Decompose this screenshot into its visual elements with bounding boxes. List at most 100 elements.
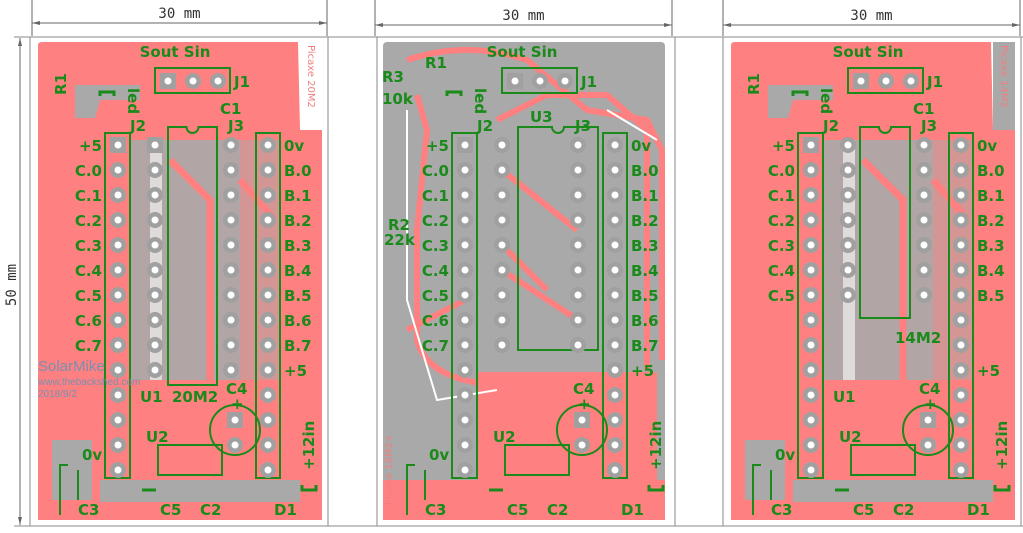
width-dimension: 30 mm xyxy=(374,0,673,36)
label-v0: 0v xyxy=(429,446,449,464)
left-pin-label: C.2 xyxy=(75,212,102,230)
label-j3: J3 xyxy=(227,117,244,135)
label-chip: 14M2 xyxy=(895,329,941,347)
label-plus-mark: + xyxy=(231,395,244,413)
left-pin-label: C.0 xyxy=(768,162,795,180)
right-pin-label: +5 xyxy=(284,362,307,380)
right-pin-label: B.6 xyxy=(284,312,312,330)
left-pin-label: C.1 xyxy=(422,187,449,205)
label-sout-sin: Sout Sin xyxy=(140,43,211,61)
width-dimension-label: 30 mm xyxy=(502,8,544,24)
u2-regulator-outline xyxy=(850,444,916,476)
left-pin-label: C.4 xyxy=(768,262,795,280)
label-c5: C5 xyxy=(853,501,874,519)
label-c2: C2 xyxy=(893,501,914,519)
label-c3: C3 xyxy=(78,501,99,519)
right-pin-label: 0v xyxy=(977,137,997,155)
width-dimension: 30 mm xyxy=(31,0,328,36)
u2-regulator-outline xyxy=(157,444,223,476)
label-j3: J3 xyxy=(920,117,937,135)
label-j1: J1 xyxy=(926,73,943,91)
label-plus12: +12in xyxy=(300,421,318,470)
label-u2: U2 xyxy=(146,428,169,446)
left-pin-label: C.3 xyxy=(422,237,449,255)
label-c3: C3 xyxy=(771,501,792,519)
right-pin-label: B.4 xyxy=(284,262,312,280)
left-pin-label: C.1 xyxy=(75,187,102,205)
left-pin-label: C.6 xyxy=(422,312,449,330)
label-led: led xyxy=(124,88,142,114)
right-pin-label: B.0 xyxy=(977,162,1005,180)
chip-outline xyxy=(517,126,599,351)
label-plus12: +12in xyxy=(647,421,665,470)
right-pin-label: B.3 xyxy=(284,237,312,255)
left-pin-label: C.0 xyxy=(75,162,102,180)
label-r1: R1 xyxy=(52,73,70,95)
c4-capacitor-outline xyxy=(902,404,954,456)
c4-capacitor-outline xyxy=(209,404,261,456)
label-plus-mark: + xyxy=(924,395,937,413)
c4-capacitor-outline xyxy=(556,404,608,456)
right-pin-label: B.0 xyxy=(631,162,659,180)
left-pin-label: C.6 xyxy=(75,312,102,330)
watermark-site: www.thebackshed.com xyxy=(37,377,140,388)
j2-header xyxy=(797,132,824,479)
label-c5: C5 xyxy=(507,501,528,519)
label-j2: J2 xyxy=(129,117,146,135)
right-pin-label: B.2 xyxy=(284,212,312,230)
left-pin-label: C.4 xyxy=(75,262,102,280)
right-pin-label: B.5 xyxy=(284,287,312,305)
label-u-top: U3 xyxy=(530,108,553,126)
j1-header xyxy=(501,67,578,94)
left-pin-label: C.3 xyxy=(768,237,795,255)
chip-outline xyxy=(859,126,911,319)
label-c4: C4 xyxy=(573,380,594,398)
left-pin-label: C.5 xyxy=(75,287,102,305)
left-pin-label: C.2 xyxy=(422,212,449,230)
left-pin-label: C.3 xyxy=(75,237,102,255)
left-pin-label: C.2 xyxy=(768,212,795,230)
label-u-bottom: U1 xyxy=(833,388,856,406)
j2-header xyxy=(451,132,478,479)
left-pin-label: C.5 xyxy=(422,287,449,305)
label-picaxe: Picaxe 14M2 xyxy=(998,45,1009,108)
height-dimension-label: 50 mm xyxy=(4,264,20,306)
label-j1: J1 xyxy=(233,73,250,91)
left-pin-label: C.0 xyxy=(422,162,449,180)
label-u2: U2 xyxy=(493,428,516,446)
right-pin-label: B.4 xyxy=(631,262,659,280)
label-d1: D1 xyxy=(621,501,644,519)
label-d1: D1 xyxy=(967,501,990,519)
left-pin-label: +5 xyxy=(772,137,795,155)
right-pin-label: B.1 xyxy=(977,187,1005,205)
right-pin-label: +5 xyxy=(631,362,654,380)
right-pin-label: B.6 xyxy=(631,312,659,330)
label-sout-sin: Sout Sin xyxy=(833,43,904,61)
label-picaxe: Picaxe 18M2+ xyxy=(384,434,395,505)
watermark: SolarMike www.thebackshed.com 2018/9/2 xyxy=(37,358,140,400)
j1-header xyxy=(154,67,231,94)
right-pin-label: B.5 xyxy=(977,287,1005,305)
label-v0: 0v xyxy=(775,446,795,464)
chip-outline xyxy=(167,126,218,386)
label-plus-mark: + xyxy=(578,395,591,413)
right-pin-label: +5 xyxy=(977,362,1000,380)
label-u-bottom: U1 xyxy=(140,388,163,406)
label-u2: U2 xyxy=(839,428,862,446)
right-pin-label: B.1 xyxy=(284,187,312,205)
label-j2: J2 xyxy=(822,117,839,135)
watermark-date: 2018/9/2 xyxy=(38,389,77,400)
label-led: led xyxy=(471,88,489,114)
width-dimension-label: 30 mm xyxy=(158,6,200,22)
right-pin-label: B.3 xyxy=(631,237,659,255)
u2-regulator-outline xyxy=(504,444,570,476)
label-j1: J1 xyxy=(580,73,597,91)
label-j2: J2 xyxy=(476,117,493,135)
right-pin-label: B.2 xyxy=(631,212,659,230)
label-picaxe: Picaxe 20M2 xyxy=(305,45,316,108)
left-pin-label: C.7 xyxy=(75,337,102,355)
j1-header xyxy=(847,67,924,94)
label-c4: C4 xyxy=(226,380,247,398)
